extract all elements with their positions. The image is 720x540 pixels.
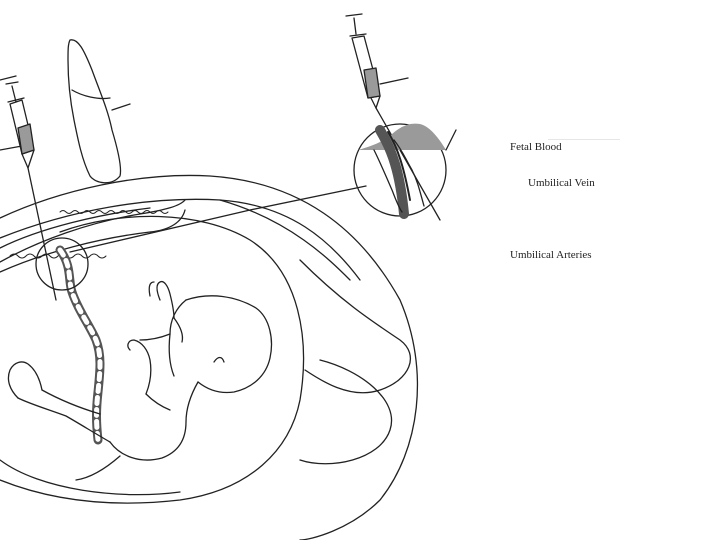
syringe-right-icon <box>345 13 441 221</box>
ultrasound-probe-icon <box>67 39 131 184</box>
uterus-outline <box>0 174 419 540</box>
umbilical-vein-label: Umbilical Vein <box>528 177 595 189</box>
fetal-blood-label: Fetal Blood <box>510 141 562 153</box>
fetus <box>7 280 273 481</box>
magnified-cord-circle <box>69 123 457 253</box>
umbilical-cord <box>55 245 105 445</box>
cord-insertion-circle <box>35 237 89 291</box>
label-divider <box>548 139 620 140</box>
umbilical-arteries-label: Umbilical Arteries <box>510 249 592 261</box>
amniotic-sac <box>0 215 305 504</box>
syringe-left-icon <box>0 75 57 301</box>
